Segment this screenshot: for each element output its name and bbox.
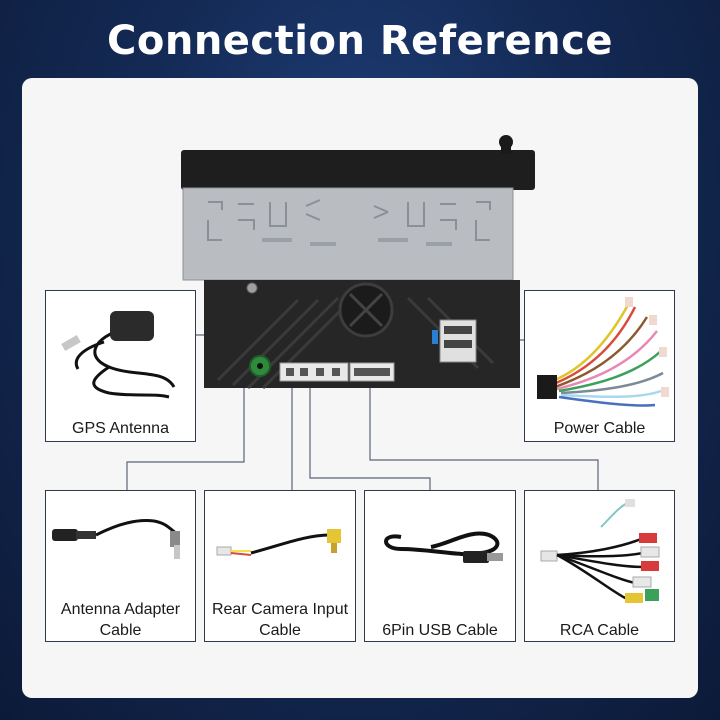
antenna-adapter-box: Antenna Adapter Cable xyxy=(45,490,196,642)
rear-camera-label-2: Cable xyxy=(259,622,301,639)
usb-cable-label: 6Pin USB Cable xyxy=(382,622,498,639)
rear-camera-box: Rear Camera Input Cable xyxy=(204,490,356,642)
head-unit-rear-icon xyxy=(181,135,535,390)
rear-camera-cable-image-icon xyxy=(216,529,341,556)
rca-cable-label: RCA Cable xyxy=(559,622,640,639)
antenna-adapter-label-2: Cable xyxy=(99,622,142,639)
power-cable-label: Power Cable xyxy=(553,420,646,437)
gps-antenna-label: GPS Antenna xyxy=(72,420,169,437)
antenna-adapter-label-1: Antenna Adapter xyxy=(60,601,181,618)
rear-camera-label-1: Rear Camera Input xyxy=(211,601,349,618)
usb-cable-box: 6Pin USB Cable xyxy=(364,490,516,642)
antenna-adapter-image-icon xyxy=(52,519,180,559)
rca-cable-image-icon xyxy=(540,499,660,603)
gps-antenna-image-icon xyxy=(61,311,176,399)
page-title: Connection Reference xyxy=(107,18,613,64)
power-cable-box: Power Cable xyxy=(524,290,675,442)
usb-cable-image-icon xyxy=(384,531,503,563)
power-cable-image-icon xyxy=(537,297,669,407)
gps-antenna-box: GPS Antenna xyxy=(45,290,196,442)
rca-cable-box: RCA Cable xyxy=(524,490,675,642)
